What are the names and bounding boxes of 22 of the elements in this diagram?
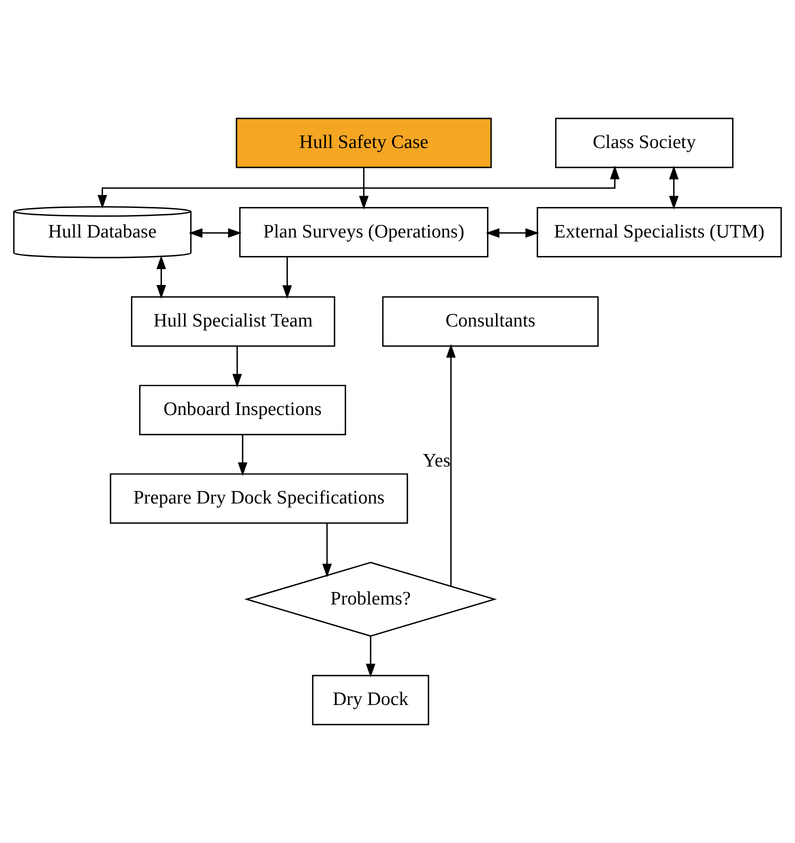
arrow <box>446 344 456 586</box>
node-box: Class Society <box>555 118 734 168</box>
node-box: Consultants <box>382 296 599 347</box>
node-box: Onboard Inspections <box>139 384 346 436</box>
node-box: Hull Safety Case <box>236 118 492 168</box>
arrow <box>232 346 242 388</box>
arrow <box>188 228 242 238</box>
arrow <box>366 636 376 678</box>
arrow <box>98 166 620 209</box>
arrow <box>282 257 292 299</box>
node-box: Dry Dock <box>312 674 430 726</box>
arrow <box>359 168 369 210</box>
arrow <box>156 256 166 299</box>
edge-label: Yes <box>422 450 451 472</box>
node-box: External Specialists (UTM) <box>536 207 782 258</box>
arrow <box>486 228 540 238</box>
arrow <box>238 434 248 476</box>
node-box: Hull Specialist Team <box>130 296 336 347</box>
arrow <box>669 166 679 210</box>
arrow <box>322 523 332 578</box>
node-box: Plan Surveys (Operations) <box>239 207 488 258</box>
node-box: Prepare Dry Dock Specifications <box>110 473 408 524</box>
